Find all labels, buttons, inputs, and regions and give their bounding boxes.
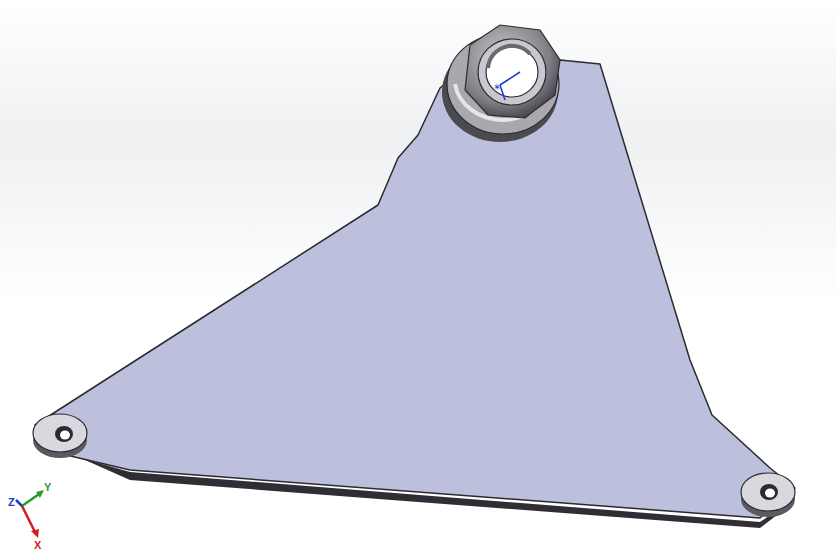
axis-label: X <box>34 540 41 551</box>
axis-label: Y <box>44 482 51 493</box>
svg-text:*: * <box>494 82 500 96</box>
axis-label: Z <box>8 497 15 508</box>
